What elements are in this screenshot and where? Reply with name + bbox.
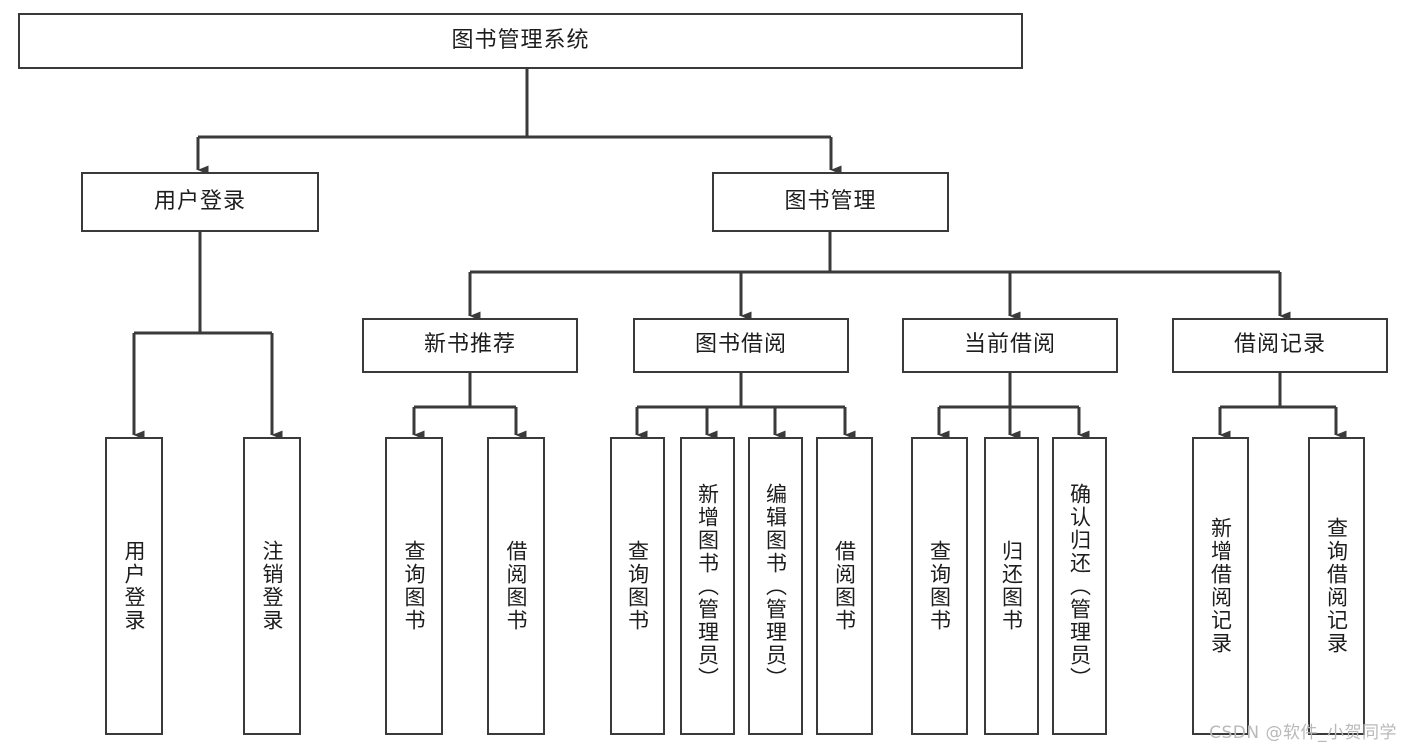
node-leaf-borrow-book[interactable]: 借阅图书 xyxy=(816,437,873,735)
node-borrow-record[interactable]: 借阅记录 xyxy=(1172,318,1388,373)
node-root-system[interactable]: 图书管理系统 xyxy=(18,13,1023,69)
node-leaf-return-book[interactable]: 归还图书 xyxy=(984,437,1039,735)
node-label: 借阅图书 xyxy=(504,540,529,632)
node-leaf-borrow-book-rec[interactable]: 借阅图书 xyxy=(487,437,545,735)
node-leaf-add-borrow-record[interactable]: 新增借阅记录 xyxy=(1192,437,1249,735)
node-label: 图书借阅 xyxy=(694,332,787,358)
node-label: 图书管理 xyxy=(784,188,877,214)
node-label: 归还图书 xyxy=(999,540,1024,632)
node-label: 查询图书 xyxy=(927,540,952,632)
node-label: 用户登录 xyxy=(122,540,147,632)
node-leaf-query-borrow-record[interactable]: 查询借阅记录 xyxy=(1308,437,1365,735)
node-label: 用户登录 xyxy=(153,188,246,214)
node-label: 借阅图书 xyxy=(832,540,857,632)
node-book-manage[interactable]: 图书管理 xyxy=(712,172,949,232)
node-leaf-add-book[interactable]: 新增图书（管理员） xyxy=(680,437,735,735)
node-leaf-user-login[interactable]: 用户登录 xyxy=(105,437,163,735)
node-label: 图书管理系统 xyxy=(451,27,590,53)
node-label: 借阅记录 xyxy=(1233,332,1326,358)
node-label: 新增图书（管理员） xyxy=(695,482,720,690)
node-label: 查询图书 xyxy=(625,540,650,632)
node-label: 确认归还（管理员） xyxy=(1067,482,1092,690)
node-label: 查询图书 xyxy=(402,540,427,632)
node-label: 新书推荐 xyxy=(423,332,516,358)
node-label: 当前借阅 xyxy=(963,332,1056,358)
node-new-book-rec[interactable]: 新书推荐 xyxy=(362,318,578,373)
node-leaf-confirm-return[interactable]: 确认归还（管理员） xyxy=(1052,437,1107,735)
node-leaf-query-book-current[interactable]: 查询图书 xyxy=(911,437,968,735)
node-current-borrow[interactable]: 当前借阅 xyxy=(902,318,1118,373)
node-label: 查询借阅记录 xyxy=(1324,517,1349,655)
node-leaf-user-logout[interactable]: 注销登录 xyxy=(243,437,301,735)
node-leaf-edit-book[interactable]: 编辑图书（管理员） xyxy=(748,437,803,735)
node-label: 新增借阅记录 xyxy=(1208,517,1233,655)
node-leaf-query-book-rec[interactable]: 查询图书 xyxy=(385,437,443,735)
node-leaf-query-book-borrow[interactable]: 查询图书 xyxy=(610,437,665,735)
node-user-login[interactable]: 用户登录 xyxy=(81,172,319,232)
node-label: 注销登录 xyxy=(260,540,285,632)
node-label: 编辑图书（管理员） xyxy=(763,482,788,690)
node-book-borrow[interactable]: 图书借阅 xyxy=(633,318,849,373)
